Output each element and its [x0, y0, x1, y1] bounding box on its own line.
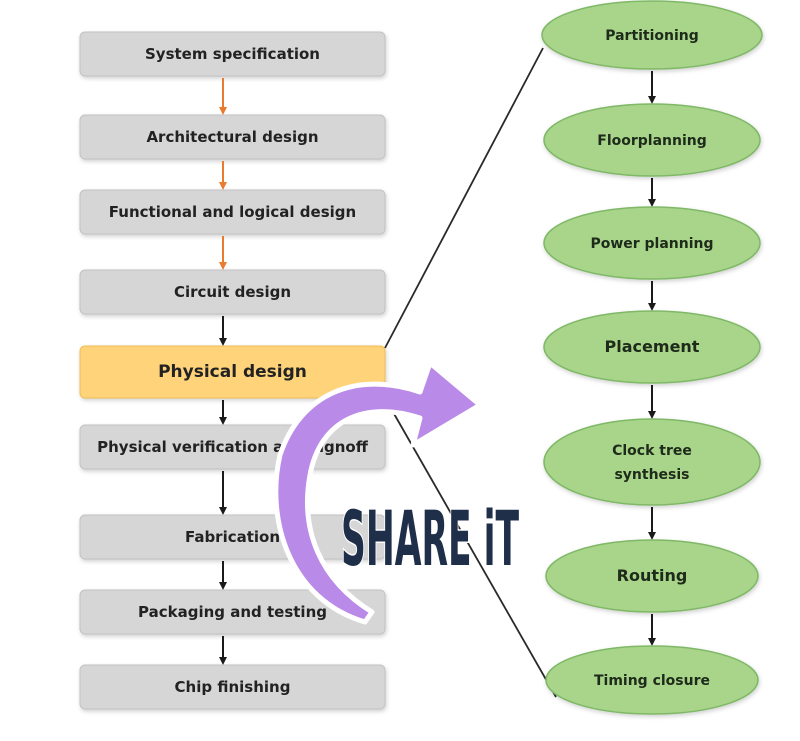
step-label: Packaging and testing [138, 603, 327, 621]
left-flow-step: Fabrication [79, 514, 386, 560]
right-flow-step: Placement [543, 310, 761, 384]
right-flow-step: Partitioning [541, 0, 763, 70]
step-label: Functional and logical design [109, 203, 356, 221]
step-ellipse [541, 0, 763, 70]
left-flow-step: Architectural design [79, 114, 386, 160]
step-box [79, 589, 386, 635]
left-flow-step: Packaging and testing [79, 589, 386, 635]
step-label: Physical design [158, 362, 307, 382]
step-box [79, 31, 386, 77]
step-label: Routing [617, 566, 688, 585]
step-ellipse [543, 206, 761, 280]
zoom-connector-lines [384, 47, 557, 698]
step-label: System specification [145, 45, 320, 63]
step-ellipse [545, 539, 759, 613]
highlighted-step-box [79, 345, 386, 399]
left-flow-step: Chip finishing [79, 664, 386, 710]
left-flow-step: Physical verification and signoff [79, 424, 386, 470]
step-label: Chip finishing [175, 678, 291, 696]
step-label: Circuit design [174, 283, 291, 301]
step-box [79, 189, 386, 235]
share-it-overlay: SHARE iT [273, 360, 521, 625]
step-label: Timing closure [594, 673, 710, 689]
zoom-line-top [384, 47, 544, 349]
step-label: Physical verification and signoff [97, 438, 369, 456]
share-it-text[interactable]: SHARE iT [340, 493, 521, 585]
right-flow-step: Floorplanning [543, 103, 761, 177]
right-flow-step: Clock tree synthesis [543, 418, 761, 506]
left-flow-step: System specification [79, 31, 386, 77]
step-label: synthesis [614, 467, 689, 483]
step-ellipse [545, 645, 759, 715]
left-flow-step: Circuit design [79, 269, 386, 315]
step-label: Placement [605, 337, 700, 356]
share-arrow-icon [273, 360, 483, 625]
right-flow-step: Timing closure [545, 645, 759, 715]
right-flow-step: Routing [545, 539, 759, 613]
step-label: Clock tree [612, 443, 692, 459]
step-ellipse [543, 310, 761, 384]
step-label: Architectural design [146, 128, 318, 146]
step-label: Floorplanning [597, 133, 707, 149]
zoom-line-bottom [384, 397, 557, 698]
step-label: Power planning [590, 236, 713, 252]
step-ellipse [543, 103, 761, 177]
step-box [79, 114, 386, 160]
step-box [79, 664, 386, 710]
step-ellipse [543, 418, 761, 506]
right-flow-step: Power planning [543, 206, 761, 280]
left-flow-step: Functional and logical design [79, 189, 386, 235]
left-flow-step: Physical design [79, 345, 386, 399]
step-box [79, 269, 386, 315]
step-label: Partitioning [605, 28, 699, 44]
step-label: Fabrication [185, 528, 280, 546]
